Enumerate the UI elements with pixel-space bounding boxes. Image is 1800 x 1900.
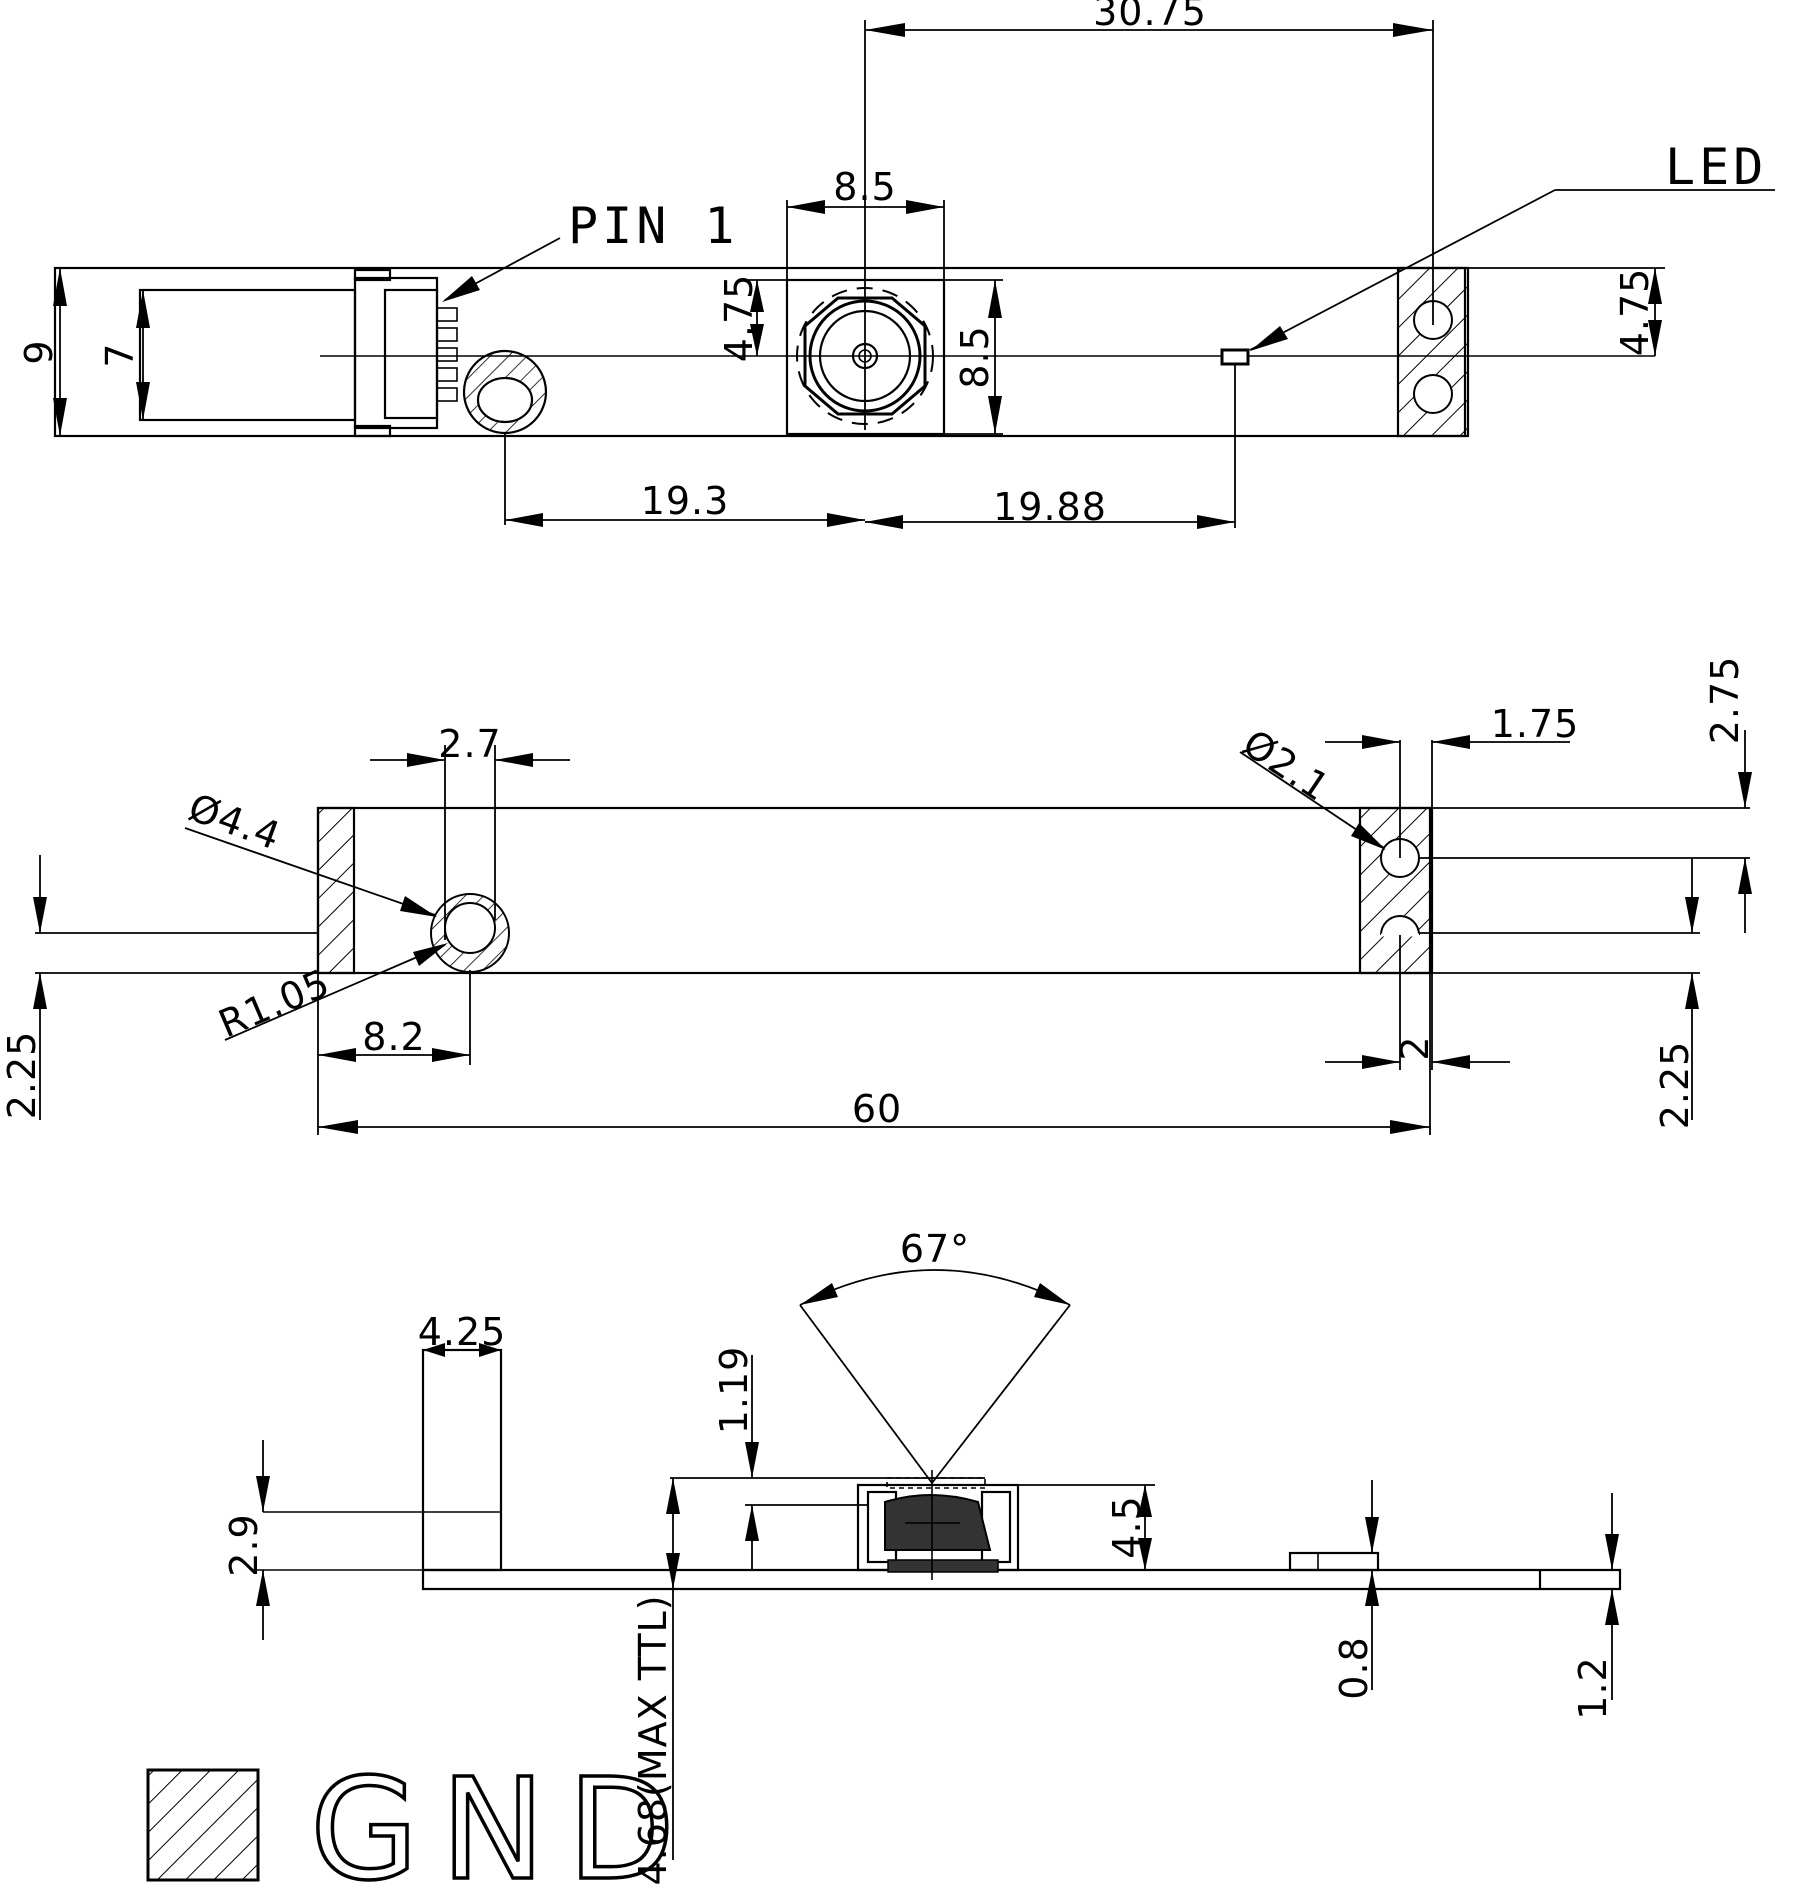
dim-60-label: 60	[852, 1087, 902, 1131]
dim-8-2: 8.2	[318, 970, 471, 1065]
dim-1-19-label: 1.19	[712, 1346, 756, 1435]
dim-2-25-left-label: 2.25	[0, 1031, 44, 1120]
dim-30-75-label: 30.75	[1093, 0, 1207, 34]
dim-1-75: 1.75	[1325, 702, 1580, 858]
dim-2-9-label: 2.9	[222, 1513, 266, 1576]
dim-8-5-width: 8.5	[786, 165, 945, 280]
dim-4-5: 4.5	[1018, 1484, 1155, 1570]
dim-phi-4-4-label: Ø4.4	[183, 785, 287, 859]
mounting-hole-bottom	[430, 893, 510, 973]
dim-2-25-left: 2.25	[0, 855, 318, 1120]
gnd-pad-right	[1358, 806, 1434, 975]
side-view: 67° 4.25 1.19 2.9	[222, 1227, 1622, 1886]
dim-60: 60	[317, 973, 1431, 1135]
connector-side	[421, 1348, 503, 1572]
dim-0-8: 0.8	[1332, 1480, 1379, 1700]
dim-phi-4-4: Ø4.4	[183, 785, 437, 917]
dim-9-label: 9	[17, 339, 61, 364]
connector-housing	[353, 276, 439, 430]
dim-19-88: 19.88	[865, 364, 1236, 529]
dim-9: 9	[17, 268, 67, 436]
dim-30-75: 30.75	[864, 0, 1434, 430]
dim-1-75-label: 1.75	[1491, 702, 1580, 746]
gnd-legend-swatch	[146, 1768, 260, 1882]
dim-2-75-label: 2.75	[1703, 656, 1747, 745]
pcb-side	[421, 1568, 1622, 1591]
dim-8-2-label: 8.2	[362, 1015, 425, 1059]
dim-4-75-right: 4.75	[1468, 267, 1665, 357]
dim-0-8-label: 0.8	[1332, 1636, 1376, 1699]
dim-8-5-height: 8.5	[944, 279, 1003, 435]
mounting-hole-left	[462, 349, 548, 435]
dim-7: 7	[98, 290, 150, 420]
top-view: 30.75 8.5 9 7	[17, 0, 1775, 529]
gnd-pad-left	[316, 806, 356, 975]
dim-19-88-label: 19.88	[993, 485, 1107, 529]
dim-1-19: 1.19	[670, 1346, 985, 1570]
dim-4-75-left: 4.75	[717, 274, 787, 363]
legend-gnd: GND	[146, 1747, 697, 1900]
led-marker	[1220, 348, 1250, 366]
dim-4-75-left-label: 4.75	[717, 274, 761, 363]
dim-1-2-label: 1.2	[1571, 1656, 1615, 1719]
dim-2: 2	[1325, 935, 1510, 1070]
dim-2-label: 2	[1393, 1035, 1437, 1060]
led-side	[1288, 1551, 1380, 1572]
dim-4-75-right-label: 4.75	[1613, 268, 1657, 357]
camera-side	[856, 1470, 1020, 1580]
connector-body	[138, 288, 357, 422]
dim-19-3: 19.3	[504, 432, 865, 527]
led-label: LED	[1665, 138, 1767, 196]
pin1-callout: PIN 1	[442, 197, 739, 302]
dim-2-25-right-label: 2.25	[1653, 1041, 1697, 1130]
dim-1-2: 1.2	[1571, 1493, 1619, 1720]
dim-phi-2-1-label: Ø2.1	[1235, 721, 1338, 810]
led-callout: LED	[1249, 138, 1775, 351]
dim-4-5-label: 4.5	[1105, 1495, 1149, 1558]
dim-2-7-label: 2.7	[438, 722, 501, 766]
dim-8-5-height-label: 8.5	[953, 325, 997, 388]
dim-19-3-label: 19.3	[641, 479, 730, 523]
dim-4-68-max-ttl: 4.68(MAX TTL)	[631, 1478, 680, 1886]
dim-4-25-label: 4.25	[418, 1310, 507, 1354]
dim-8-5-width-label: 8.5	[833, 165, 896, 209]
dim-right-vertical: 2.25	[1419, 858, 1700, 1129]
dim-7-label: 7	[98, 342, 142, 367]
dim-2-9: 2.9	[222, 1440, 423, 1640]
connector-pins	[436, 307, 458, 402]
gnd-legend-label: GND	[310, 1749, 697, 1900]
dim-4-68-label: 4.68(MAX TTL)	[631, 1594, 675, 1885]
dim-4-25: 4.25	[418, 1310, 507, 1357]
fov-angle: 67°	[799, 1227, 1071, 1484]
dim-2-7: 2.7	[370, 722, 570, 940]
bottom-view: 2.7 Ø4.4 R1.05 8.2 60	[0, 656, 1752, 1135]
dim-2-75: 2.75	[1419, 656, 1752, 933]
dim-67-label: 67°	[900, 1227, 970, 1271]
pin1-label: PIN 1	[568, 197, 739, 255]
